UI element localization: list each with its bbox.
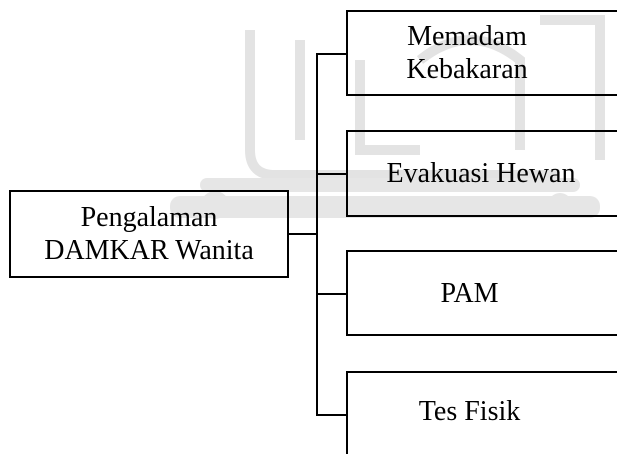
root-node-label: Pengalaman DAMKAR Wanita: [44, 201, 254, 267]
child-1-label-line-1: Memadam: [407, 21, 527, 52]
connector-branch-2: [316, 173, 346, 175]
child-4-label: Tes Fisik: [418, 395, 521, 427]
child-1-label-line-2: Kebakaran: [406, 54, 528, 85]
connector-branch-4: [316, 414, 346, 416]
child-node-label: PAM: [440, 277, 498, 310]
child-node-label: Evakuasi Hewan: [387, 157, 576, 190]
root-node: Pengalaman DAMKAR Wanita: [9, 190, 289, 278]
connector-trunk: [316, 53, 318, 416]
root-label-line-2: DAMKAR Wanita: [44, 235, 254, 266]
child-3-label: PAM: [440, 277, 499, 309]
child-node-tes-fisik: Tes Fisik: [346, 371, 617, 454]
connector-branch-1: [316, 53, 346, 55]
child-node-pam: PAM: [346, 250, 617, 336]
connector-root: [289, 233, 318, 235]
child-node-label: Tes Fisik: [419, 396, 521, 428]
child-node-label: Memadam Kebakaran: [406, 20, 527, 86]
child-node-evakuasi-hewan: Evakuasi Hewan: [346, 130, 617, 217]
connector-branch-3: [316, 293, 346, 295]
child-2-label: Evakuasi Hewan: [386, 158, 576, 189]
root-label-line-1: Pengalaman: [80, 202, 218, 233]
child-node-memadam-kebakaran: Memadam Kebakaran: [346, 10, 617, 96]
